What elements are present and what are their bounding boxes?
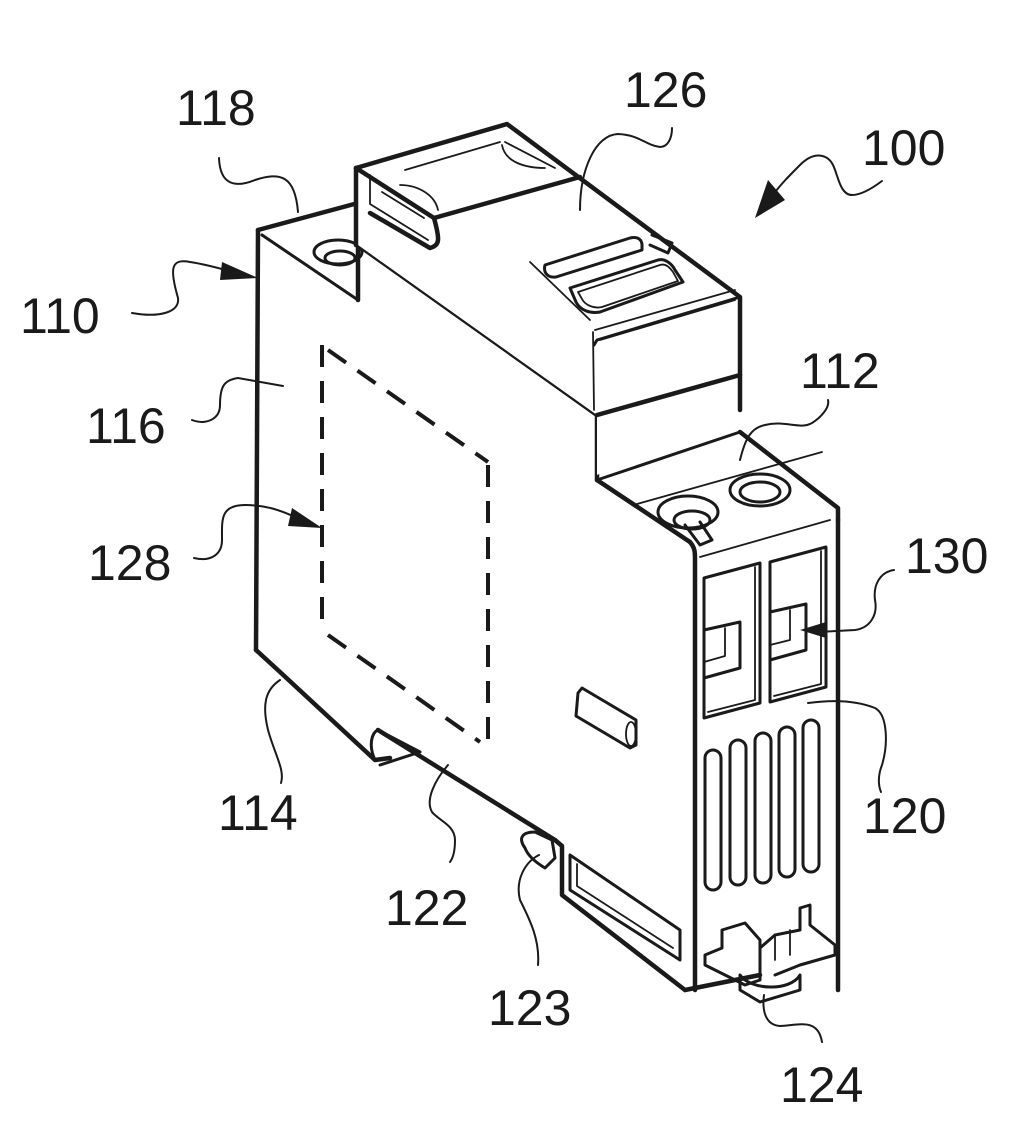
cover-ridge [431,174,583,221]
leader-128 [193,503,296,560]
cover-face-left [592,331,595,411]
leader-120 [807,700,887,793]
display-window-upper [543,236,644,279]
cover-top-curve [501,144,546,169]
latch-left-tab [703,921,762,987]
top-left-diagonal [260,233,360,302]
screw-hole-3 [728,472,792,508]
label-123: 123 [488,980,571,1036]
shoulder-left-edge [594,477,693,545]
label-100: 100 [862,120,945,176]
label-110: 110 [20,288,100,344]
terminal-window-left-inner [707,566,756,713]
bottom-slot [568,853,682,962]
cover-module [353,121,743,475]
arrow-128-icon [288,508,322,528]
bottom-slot-inner [576,863,674,949]
vent-slot [777,725,797,879]
side-indicator-slot [574,686,638,750]
arrow-130-icon [800,622,826,638]
label-128: 128 [88,535,171,591]
cover-side-line [529,261,591,321]
rail-edge [375,727,558,843]
hidden-region-outline [320,345,490,752]
cover-front-line [381,191,425,219]
front-face-left-edge [687,539,698,993]
front-face-top-groove [699,519,831,558]
terminal-clamp-right-inner [769,609,791,646]
leader-116 [191,376,284,423]
terminal-clamp-left-inner [703,627,726,663]
bottom-profile [253,647,393,763]
lower-rear-edge [552,837,688,993]
status-indicator [648,233,674,255]
label-116: 116 [86,398,166,454]
leader-122 [428,764,457,863]
label-112: 112 [800,343,880,399]
display-window-lower [568,258,685,314]
latch-right-tab [758,903,837,977]
dashed-top [326,348,490,464]
leader-112 [739,399,830,461]
label-122: 122 [385,880,468,936]
top-left-edge [255,200,361,233]
latch-assembly [703,903,837,1004]
front-face-bottom-edge [682,972,763,993]
leader-130 [817,569,895,633]
label-130: 130 [905,528,988,584]
reference-labels: 118 126 100 110 112 116 128 130 120 114 … [20,62,988,1113]
shoulder-groove [636,451,823,505]
screw-hole-2-inner [672,509,712,531]
shoulder-right-edge [737,429,841,523]
vent-slot [728,738,748,887]
terminal-windows [702,545,828,720]
vent-slot [753,731,773,885]
terminal-window-left [702,561,762,720]
leader-110 [131,260,241,316]
leader-114 [264,679,283,784]
cover-seam-1 [594,289,736,331]
terminal-clamp-left [702,620,742,680]
cover-face-edge [592,295,742,347]
cover-top-groove-2 [504,141,556,169]
leader-118 [218,157,299,213]
label-120: 120 [863,788,946,844]
front-left-edge [253,227,261,653]
screw-hole-1-inner [323,249,357,267]
vent-slot [801,718,821,874]
vent-slots [703,718,821,892]
latch-base [738,973,802,1004]
terminal-clamp-right [768,602,808,662]
screw-hole-3-inner [738,480,782,504]
label-126: 126 [624,62,707,118]
arrow-110-icon [220,262,258,280]
leader-100 [772,154,883,197]
cover-outline-top [353,121,743,413]
screw-slot [683,520,714,547]
cover-top-groove [404,141,501,171]
leader-126 [579,127,673,211]
latch-detail [774,929,791,961]
terminal-window-right [768,545,828,704]
leader-123 [517,854,540,966]
shoulder-back-edge [595,430,742,482]
cover-front-inner [369,174,429,241]
cover-seam-2 [599,299,736,341]
label-124: 124 [780,1057,863,1113]
arrow-100-icon [755,180,785,218]
display-window-lower-inner [577,263,679,309]
cover-bottom-seam [594,372,743,418]
side-indicator-end [625,721,637,747]
leaders [131,127,895,1043]
label-118: 118 [176,80,256,136]
terminal-window-right-inner [773,550,822,697]
label-114: 114 [218,785,298,841]
rail-hook-shape [520,830,557,870]
vent-slot [703,748,723,892]
cover-arc [399,184,439,211]
leader-124 [762,994,823,1043]
dashed-bottom [326,633,482,744]
